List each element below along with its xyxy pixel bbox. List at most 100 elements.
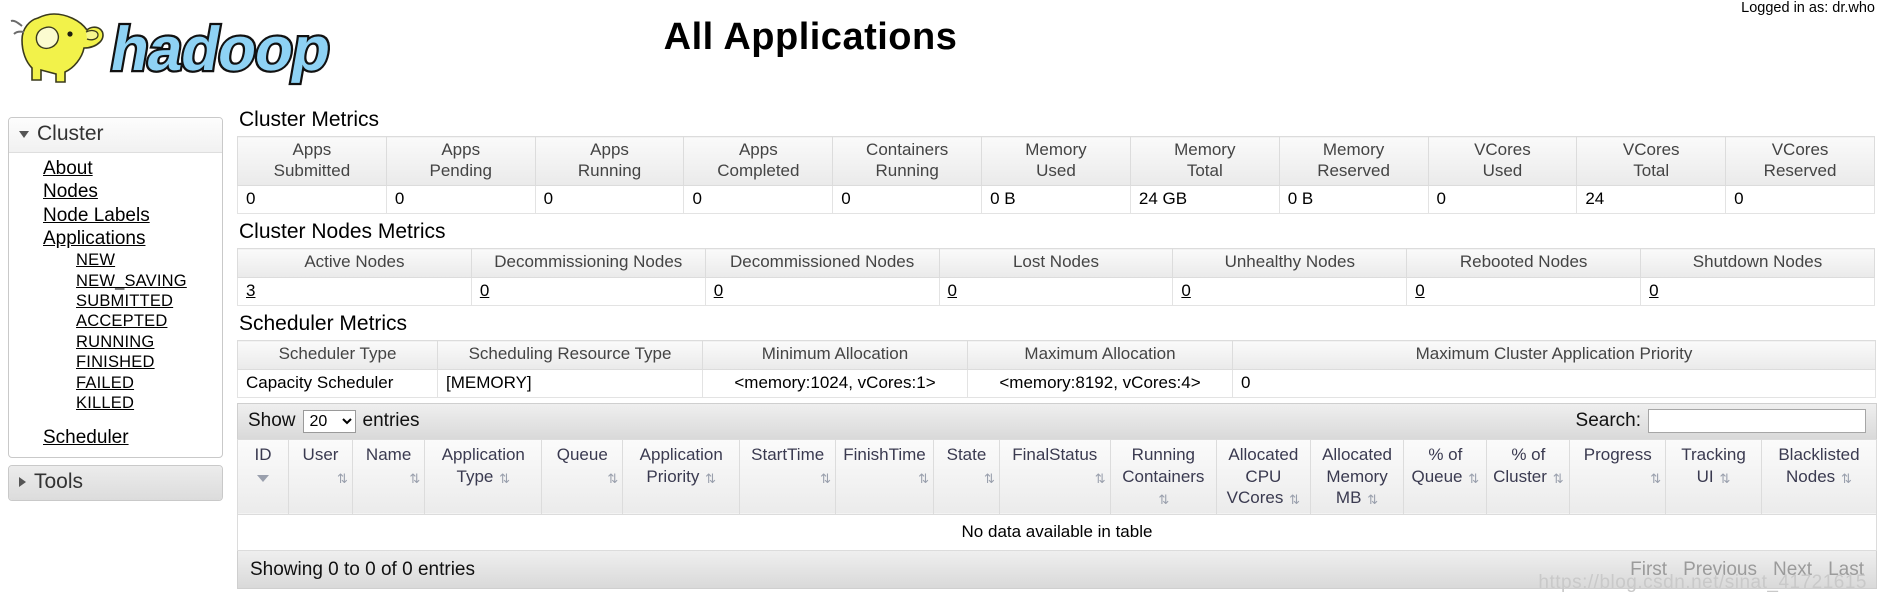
cell-scheduler-type: Capacity Scheduler [237, 369, 438, 398]
sidebar-item-running[interactable]: RUNNING [76, 332, 155, 351]
col-finalstatus[interactable]: FinalStatus⇅ [998, 438, 1111, 516]
col-progress[interactable]: Progress ⇅ [1569, 438, 1667, 516]
col-state[interactable]: State⇅ [932, 438, 1000, 516]
cell-decommissioning-nodes[interactable]: 0 [470, 277, 706, 307]
sidebar-item-finished[interactable]: FINISHED [76, 353, 155, 372]
cell-maximum-allocation: <memory:8192, vCores:4> [967, 369, 1233, 398]
cell-memory-reserved: 0 B [1278, 185, 1429, 215]
pagination-previous[interactable]: Previous [1683, 558, 1757, 580]
column-label: Queue [556, 444, 608, 464]
rebooted-nodes-link[interactable]: 0 [1415, 281, 1425, 301]
cell-memory-used: 0 B [981, 185, 1131, 215]
cell-lost-nodes[interactable]: 0 [938, 277, 1174, 307]
sidebar-cluster-header[interactable]: Cluster [9, 118, 222, 153]
pagination-last[interactable]: Last [1828, 558, 1864, 580]
sort-control[interactable]: ⇅ [294, 466, 348, 486]
col-queue[interactable]: Queue⇅ [541, 438, 624, 516]
sort-control[interactable]: ⇅ [939, 466, 995, 486]
scheduler-metrics-title: Scheduler Metrics [239, 312, 408, 336]
sidebar-tools-header[interactable]: Tools [9, 466, 222, 501]
col-user[interactable]: User⇅ [288, 438, 353, 516]
sidebar-cluster-body: About Nodes Node Labels Applications NEW… [9, 153, 222, 457]
sidebar-item-node-labels[interactable]: Node Labels [43, 204, 150, 226]
sidebar-item-killed[interactable]: KILLED [76, 394, 135, 413]
entries-per-page-select[interactable]: 20406080100 [302, 409, 356, 433]
sort-control[interactable]: ⇅ [358, 466, 420, 486]
sort-control[interactable]: ⇅ [745, 466, 831, 486]
sort-control[interactable] [243, 466, 283, 482]
sidebar-item-failed[interactable]: FAILED [76, 373, 135, 392]
sidebar-item-submitted[interactable]: SUBMITTED [76, 292, 174, 310]
col-starttime[interactable]: StartTime⇅ [739, 438, 837, 516]
active-nodes-link[interactable]: 3 [246, 281, 256, 301]
decommissioning-nodes-link[interactable]: 0 [479, 281, 490, 301]
sort-control[interactable]: ⇅ [841, 466, 929, 486]
datatable-length-control: Show 20406080100 entries [248, 409, 420, 433]
pagination-next[interactable]: Next [1773, 558, 1813, 580]
sidebar-item-nodes[interactable]: Nodes [43, 181, 98, 203]
cell-unhealthy-nodes[interactable]: 0 [1172, 277, 1408, 307]
cell-minimum-allocation: <memory:1024, vCores:1> [702, 369, 968, 398]
table-row: 3 0 0 0 0 0 0 [237, 277, 1875, 307]
svg-text:hadoop: hadoop [106, 14, 336, 83]
cell-rebooted-nodes[interactable]: 0 [1406, 277, 1642, 307]
empty-message: No data available in table [237, 514, 1877, 552]
datatable-search-control: Search: [1576, 409, 1866, 434]
cell-scheduling-resource-type: [MEMORY] [437, 369, 703, 398]
sort-control[interactable]: ⇅ [1575, 466, 1661, 486]
sort-both-icon: ⇅ [1840, 470, 1852, 486]
col-name[interactable]: Name ⇅ [351, 438, 426, 516]
search-input[interactable] [1648, 409, 1866, 434]
shutdown-nodes-link[interactable]: 0 [1649, 281, 1659, 301]
cell-vcores-reserved: 0 [1725, 185, 1875, 215]
table-row: 0 0 0 0 0 0 B 24 GB 0 B 0 24 0 [237, 185, 1875, 215]
cell-active-nodes[interactable]: 3 [237, 277, 472, 307]
show-label: Show [248, 410, 296, 432]
sort-control[interactable]: ⇅ [1005, 466, 1106, 486]
datatable-footer: Showing 0 to 0 of 0 entries First Previo… [237, 551, 1877, 590]
sort-both-icon: ⇅ [1719, 470, 1730, 486]
column-label: Name [365, 444, 412, 464]
decommissioned-nodes-link[interactable]: 0 [713, 281, 724, 301]
sidebar-item-about[interactable]: About [43, 158, 93, 179]
col-id[interactable]: ID [236, 438, 290, 516]
sort-both-icon: ⇅ [820, 470, 831, 486]
sidebar-item-new[interactable]: NEW [76, 251, 116, 270]
column-label: Progress [1583, 444, 1652, 464]
column-label: FinishTime [843, 444, 926, 464]
sidebar-item-accepted[interactable]: ACCEPTED [76, 312, 168, 331]
cell-decommissioned-nodes[interactable]: 0 [704, 277, 940, 307]
sidebar-spacer [9, 414, 222, 426]
pagination-first[interactable]: First [1630, 558, 1668, 580]
hadoop-logo[interactable]: hadoop [8, 2, 338, 90]
sort-both-icon: ⇅ [1650, 470, 1661, 486]
sidebar-item-scheduler[interactable]: Scheduler [43, 426, 129, 448]
col-decommissioned-nodes: Decommissioned Nodes [704, 248, 940, 279]
sort-both-icon: ⇅ [409, 470, 420, 486]
unhealthy-nodes-link[interactable]: 0 [1181, 281, 1191, 301]
col-active-nodes: Active Nodes [237, 248, 472, 279]
cell-shutdown-nodes[interactable]: 0 [1640, 277, 1875, 307]
sort-control[interactable]: ⇅ [547, 466, 618, 486]
sidebar-item-new-saving[interactable]: NEW_SAVING [76, 271, 187, 290]
sidebar-item-applications[interactable]: Applications [43, 227, 146, 249]
lost-nodes-link[interactable]: 0 [947, 281, 957, 301]
col-finishtime[interactable]: FinishTime⇅ [835, 438, 934, 516]
